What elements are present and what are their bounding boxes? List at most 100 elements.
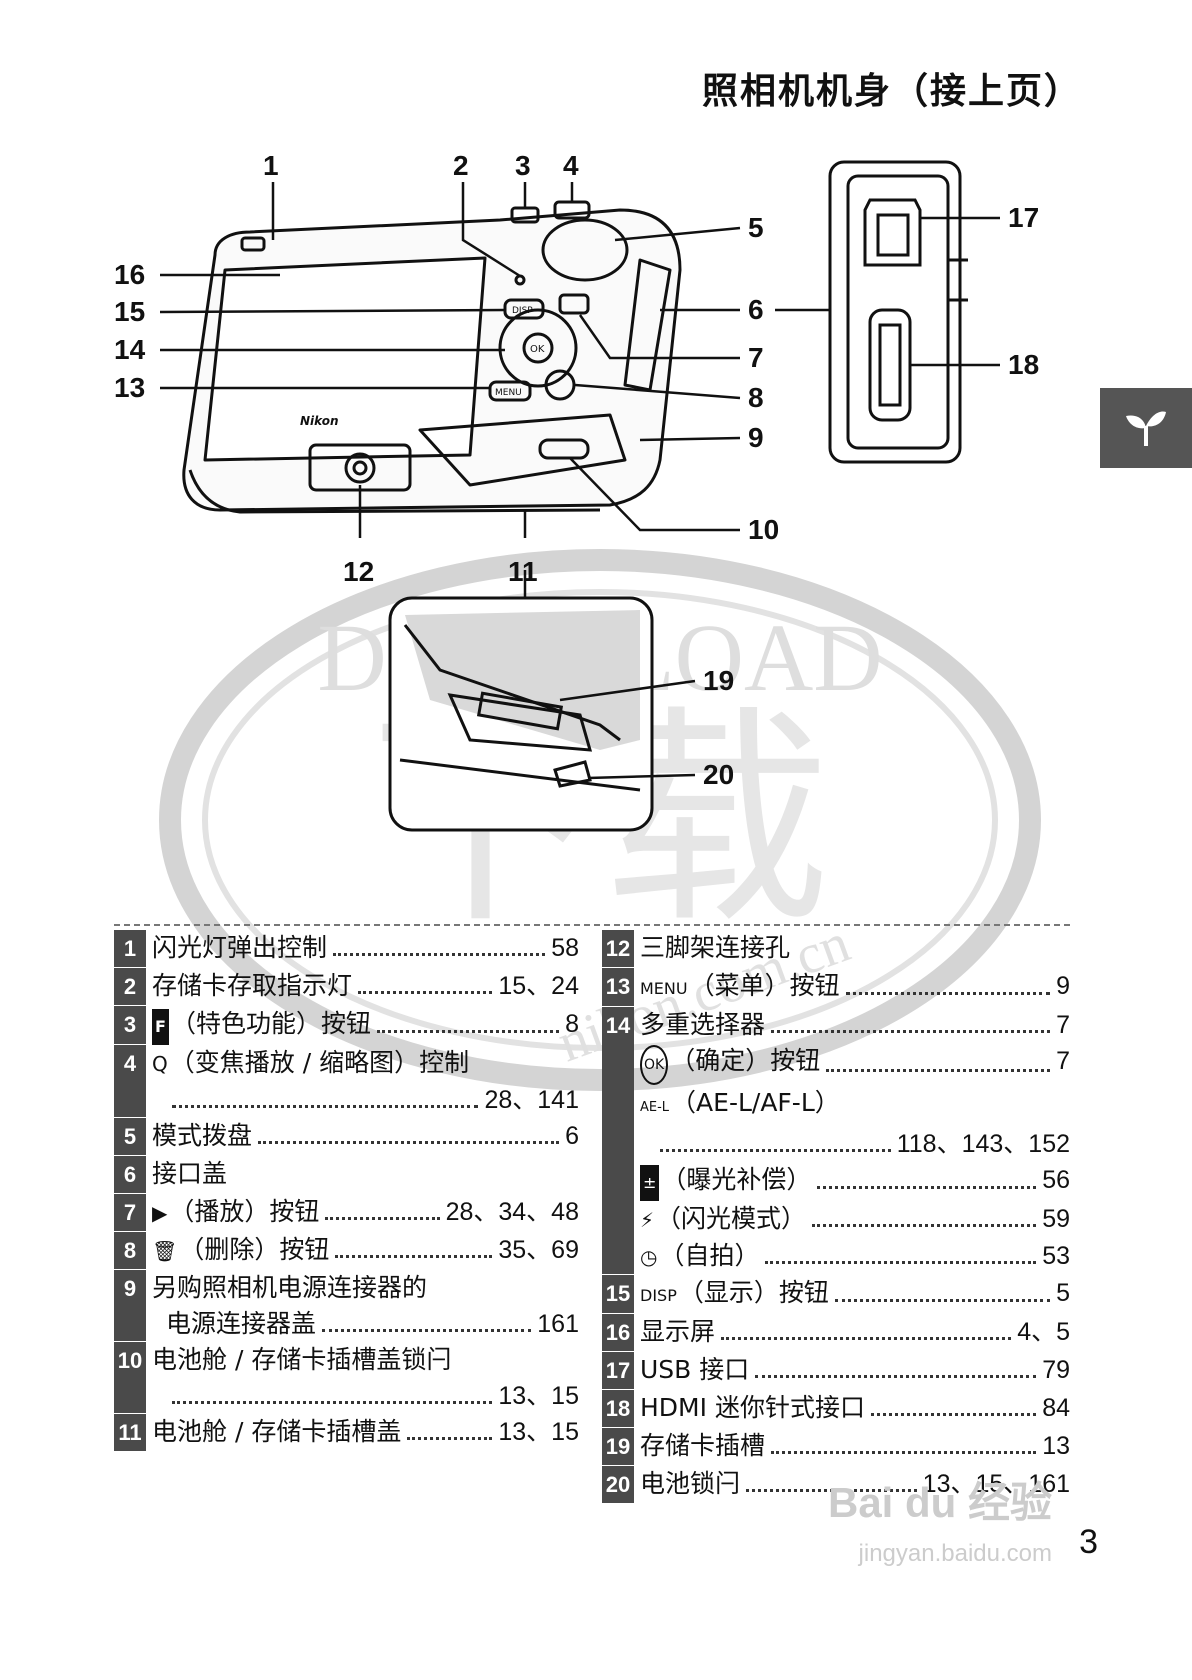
exposure-compensation-icon: ± [640, 1165, 660, 1201]
callout-4: 4 [563, 150, 579, 181]
chapter-tab [1100, 388, 1192, 468]
legend-num: 9 [114, 1270, 146, 1342]
sprout-icon [1126, 411, 1166, 446]
legend-label: （自拍） [659, 1241, 760, 1270]
legend-num: 17 [602, 1352, 634, 1390]
legend-label: 存储卡存取指示灯 [152, 971, 353, 1000]
legend-divider [114, 924, 1070, 926]
legend-num: 5 [114, 1118, 146, 1156]
legend-label: HDMI 迷你针式接口 [640, 1393, 865, 1422]
legend-label: （菜单）按钮 [689, 971, 840, 1000]
legend-num: 4 [114, 1045, 146, 1118]
legend-label: 显示屏 [640, 1317, 716, 1346]
play-icon: ▶ [152, 1201, 168, 1225]
legend-page: 13、15 [498, 1382, 579, 1410]
legend-item-4: 4 Q（变焦播放 / 缩略图）控制 28、141 [114, 1045, 579, 1118]
legend-page: 13、15 [498, 1418, 579, 1446]
legend-num: 12 [602, 930, 634, 968]
legend-item-6: 6 接口盖 [114, 1156, 579, 1194]
legend-item-19: 19 存储卡插槽 13 [602, 1428, 1070, 1466]
legend-page: 53 [1042, 1242, 1070, 1270]
legend-label: 三脚架连接孔 [640, 933, 791, 962]
legend-item-10: 10 电池舱 / 存储卡插槽盖锁闩 13、15 [114, 1342, 579, 1414]
callout-8: 8 [748, 382, 764, 413]
camera-brand: Nikon [300, 414, 339, 428]
legend-num: 6 [114, 1156, 146, 1194]
callout-3: 3 [515, 150, 531, 181]
legend-page: 6 [565, 1122, 579, 1150]
disp-label: DISP [512, 306, 533, 316]
callout-14: 14 [114, 334, 146, 365]
callout-7: 7 [748, 342, 764, 373]
legend-item-12: 12 三脚架连接孔 [602, 930, 1070, 968]
legend-num: 2 [114, 968, 146, 1006]
trash-icon: 🗑 [152, 1239, 178, 1263]
legend-page: 35、69 [498, 1236, 579, 1264]
callout-6: 6 [748, 294, 764, 325]
legend-label: 电池舱 / 存储卡插槽盖 [152, 1417, 402, 1446]
legend-num: 15 [602, 1275, 634, 1314]
legend-page: 28、34、48 [445, 1198, 579, 1226]
ok-label: OK [530, 344, 545, 355]
callout-17: 17 [1008, 202, 1040, 233]
legend-label: （播放）按钮 [169, 1197, 320, 1226]
legend-num: 19 [602, 1428, 634, 1466]
legend-page: 161 [537, 1310, 579, 1338]
legend-label: 电池舱 / 存储卡插槽盖锁闩 [152, 1345, 452, 1374]
zoom-thumbnail-icon: Q [152, 1052, 168, 1076]
legend-page: 118、143、152 [896, 1130, 1070, 1158]
legend-label: （变焦播放 / 缩略图）控制 [169, 1048, 470, 1077]
legend-num: 11 [114, 1414, 146, 1452]
callout-9: 9 [748, 422, 764, 453]
legend-num: 8 [114, 1232, 146, 1270]
legend-page: 59 [1042, 1205, 1070, 1233]
callout-13: 13 [114, 372, 146, 403]
legend-label: 多重选择器 [640, 1010, 766, 1039]
legend-item-17: 17 USB 接口 79 [602, 1352, 1070, 1390]
legend-page: 28、141 [484, 1086, 579, 1114]
legend-page: 79 [1042, 1356, 1070, 1384]
legend-label: 电池锁闩 [640, 1469, 741, 1498]
legend-label: （确定）按钮 [670, 1046, 821, 1075]
callout-2: 2 [453, 150, 469, 181]
legend-item-9: 9 另购照相机电源连接器的 电源连接器盖 161 [114, 1270, 579, 1342]
legend-label: 存储卡插槽 [640, 1431, 766, 1460]
callout-5: 5 [748, 212, 764, 243]
legend-num: 10 [114, 1342, 146, 1414]
callout-16: 16 [114, 259, 146, 290]
callout-19: 19 [703, 665, 735, 696]
legend-num: 20 [602, 1466, 634, 1504]
legend-num: 14 [602, 1007, 634, 1275]
page-number: 3 [1079, 1523, 1098, 1561]
callout-12: 12 [343, 556, 375, 587]
legend-label: 电源连接器盖 [166, 1309, 317, 1338]
legend-page: 4、5 [1017, 1318, 1070, 1346]
legend-label: （特色功能）按钮 [170, 1009, 371, 1038]
legend-label: USB 接口 [640, 1355, 750, 1384]
legend-page: 13 [1042, 1432, 1070, 1460]
feature-f-icon: F [152, 1009, 169, 1045]
legend-label: 另购照相机电源连接器的 [152, 1273, 428, 1302]
baidu-url[interactable]: jingyan.baidu.com [858, 1540, 1052, 1567]
self-timer-icon: ◷ [640, 1245, 658, 1269]
legend-label: （闪光模式） [656, 1204, 807, 1233]
callout-18: 18 [1008, 349, 1040, 380]
page-title: 照相机机身（接上页） [701, 71, 1082, 112]
ae-af-lock-icon: AE-L [640, 1100, 670, 1115]
legend-label: （显示）按钮 [678, 1278, 829, 1307]
legend-item-11: 11 电池舱 / 存储卡插槽盖 13、15 [114, 1414, 579, 1452]
legend-page: 7 [1056, 1047, 1070, 1075]
legend-num: 1 [114, 930, 146, 968]
legend-num: 13 [602, 968, 634, 1007]
